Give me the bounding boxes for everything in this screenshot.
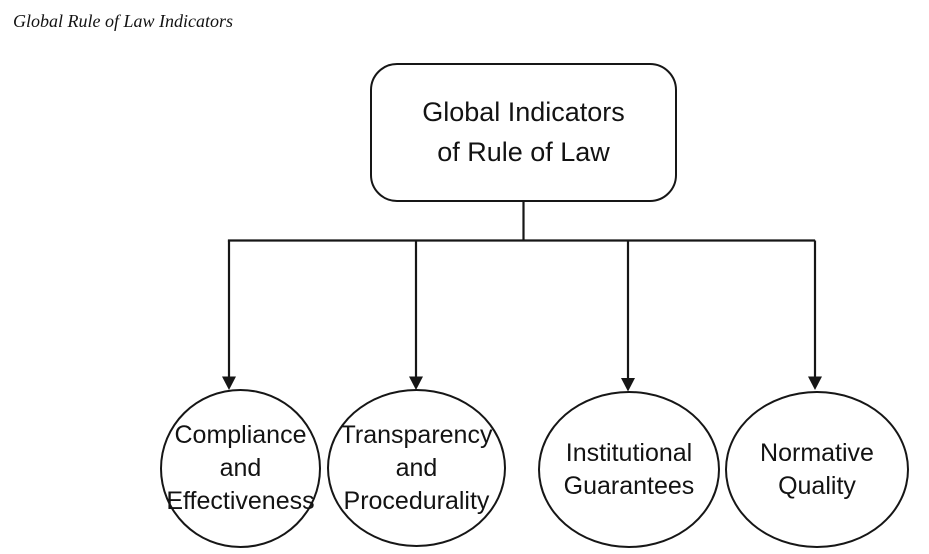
figure-title: Global Rule of Law Indicators bbox=[13, 11, 233, 31]
node-transparency-and-procedurality: Transparency and Procedurality bbox=[327, 389, 506, 547]
node-compliance-and-effectiveness: Compliance and Effectiveness bbox=[160, 389, 321, 548]
arrowhead-normative-icon bbox=[808, 376, 822, 390]
arrowhead-institutional-icon bbox=[621, 378, 635, 392]
node-label-transparency-and-procedurality: Transparency and Procedurality bbox=[340, 420, 493, 515]
node-institutional-guarantees: Institutional Guarantees bbox=[538, 391, 720, 548]
node-label-institutional-guarantees: Institutional Guarantees bbox=[563, 438, 695, 500]
arrowhead-transparency-icon bbox=[409, 376, 423, 390]
arrowhead-compliance-icon bbox=[222, 376, 236, 390]
node-normative-quality: Normative Quality bbox=[725, 391, 909, 548]
node-label-compliance-and-effectiveness: Compliance and Effectiveness bbox=[166, 421, 315, 515]
node-label-normative-quality: Normative Quality bbox=[760, 438, 874, 500]
node-global-indicators-of-rule-of-law: Global Indicators of Rule of Law bbox=[370, 63, 677, 202]
root-node-label: Global Indicators of Rule of Law bbox=[422, 97, 625, 167]
